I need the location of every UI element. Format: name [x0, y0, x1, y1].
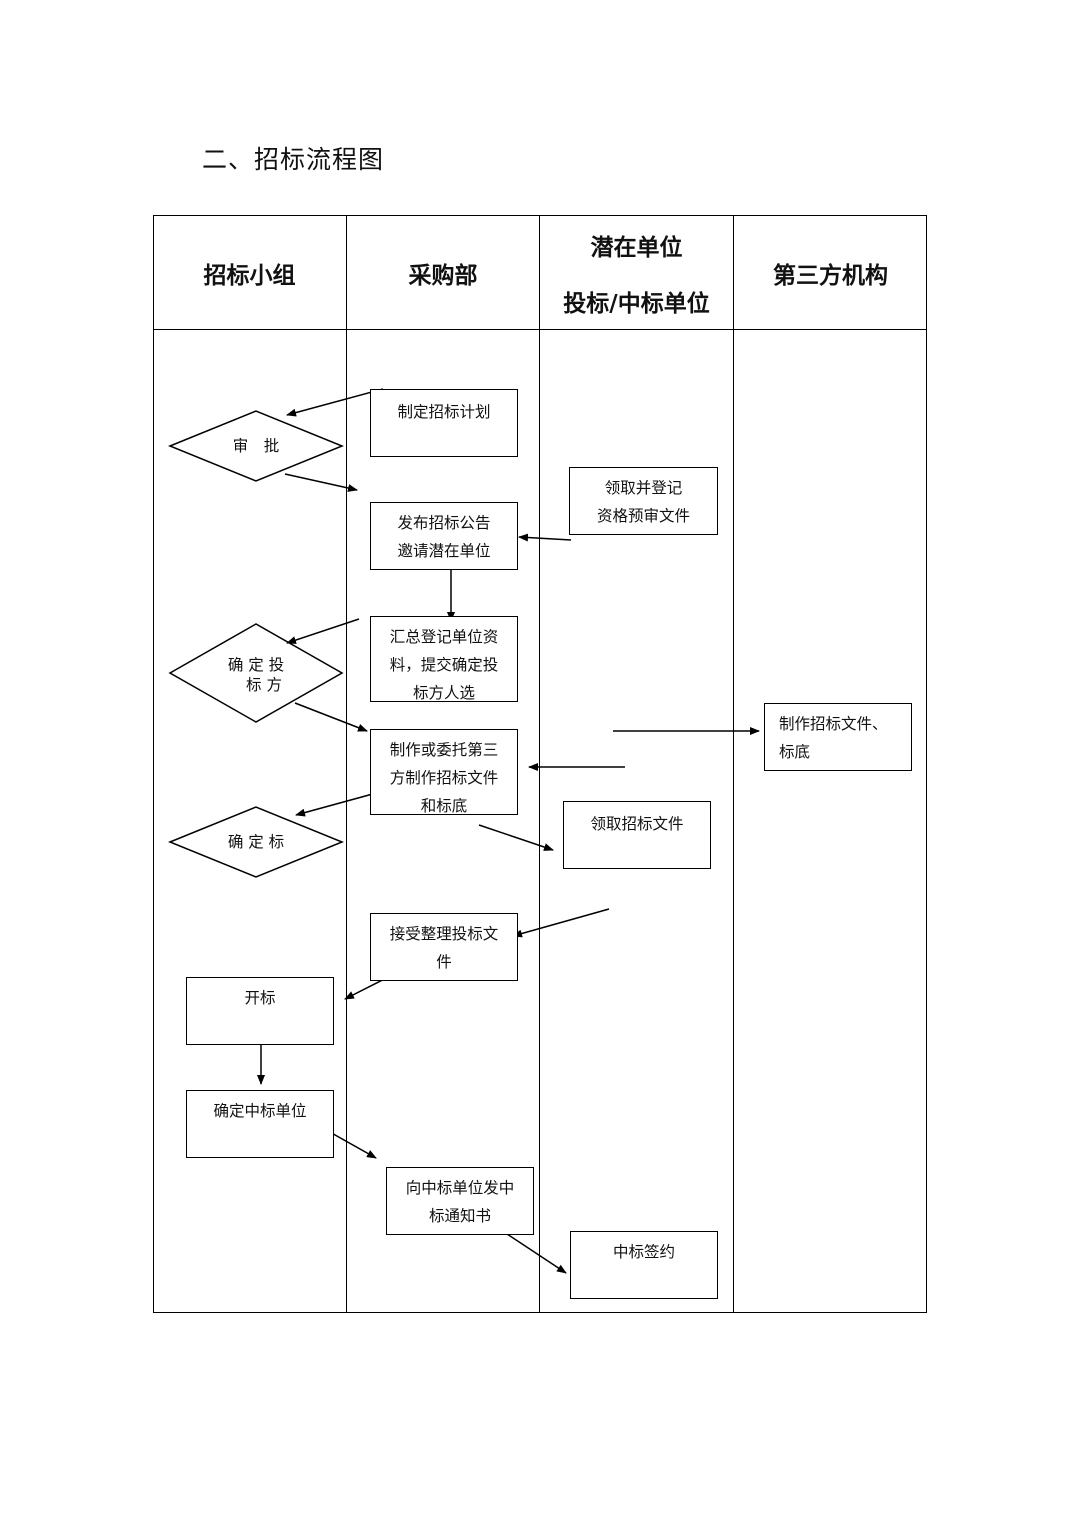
decision-label: 确 定 投 — [227, 656, 285, 674]
process-sign-contract: 中标签约 — [570, 1231, 718, 1299]
process-label: 邀请潜在单位 — [397, 542, 491, 560]
arrow — [286, 618, 360, 644]
decision-approve — [168, 410, 344, 482]
process-label: 标底 — [779, 743, 811, 761]
decision-label: 标 方 — [246, 676, 282, 694]
lane-divider — [346, 215, 347, 1313]
process-label: 确定中标单位 — [213, 1102, 307, 1120]
arrow — [478, 824, 554, 851]
process-make-docs: 制作或委托第三 方制作招标文件 和标底 — [370, 729, 518, 815]
process-register: 领取并登记 资格预审文件 — [569, 467, 718, 535]
swimlane-table — [153, 215, 927, 1313]
lane-header-label: 招标小组 — [203, 262, 296, 289]
lane-divider — [733, 215, 734, 1313]
header-divider — [153, 329, 927, 330]
process-confirm-winner: 确定中标单位 — [186, 1090, 334, 1158]
process-plan: 制定招标计划 — [370, 389, 518, 457]
page-title: 二、招标流程图 — [202, 145, 385, 174]
process-open-bids: 开标 — [186, 977, 334, 1045]
process-label: 发布招标公告 — [397, 514, 491, 532]
process-label: 接受整理投标文 — [389, 925, 499, 943]
lane-divider — [539, 215, 540, 1313]
decision-confirm-bidder — [168, 623, 344, 723]
process-label: 制作招标文件、 — [779, 715, 888, 733]
lane-header-label: 潜在单位 — [590, 234, 683, 261]
arrow — [284, 473, 358, 492]
process-label: 中标签约 — [612, 1243, 675, 1261]
process-label: 方制作招标文件 — [389, 769, 499, 787]
process-receive-bids: 接受整理投标文 件 — [370, 913, 518, 981]
lane-header-third-party: 第三方机构 — [734, 216, 927, 329]
process-get-docs: 领取招标文件 — [563, 801, 711, 869]
lane-header-bidders: 潜在单位 投标/中标单位 — [540, 216, 733, 329]
process-label: 制作或委托第三 — [389, 741, 499, 759]
lane-header-label: 第三方机构 — [773, 262, 888, 289]
process-label: 资格预审文件 — [596, 507, 690, 525]
process-label: 料，提交确定投 — [389, 656, 499, 674]
process-label: 和标底 — [420, 797, 468, 815]
process-publish: 发布招标公告 邀请潜在单位 — [370, 502, 518, 570]
process-label: 向中标单位发中 — [405, 1179, 515, 1197]
process-notify-winner: 向中标单位发中 标通知书 — [386, 1167, 534, 1235]
process-label: 标方人选 — [412, 684, 475, 702]
arrow — [294, 702, 368, 732]
lane-header-label: 采购部 — [408, 262, 478, 289]
decision-label: 确 定 标 — [227, 833, 285, 851]
process-label: 汇总登记单位资 — [389, 628, 499, 646]
lane-header-bid-team: 招标小组 — [153, 216, 346, 329]
process-label: 件 — [436, 953, 452, 971]
arrow — [286, 388, 384, 417]
process-label: 领取招标文件 — [590, 815, 684, 833]
process-summary: 汇总登记单位资 料，提交确定投 标方人选 — [370, 616, 518, 702]
process-third-party-docs: 制作招标文件、 标底 — [764, 703, 912, 771]
process-label: 开标 — [244, 989, 276, 1007]
decision-label: 审 批 — [232, 437, 280, 455]
process-label: 标通知书 — [428, 1207, 491, 1225]
arrow — [512, 908, 610, 938]
process-label: 制定招标计划 — [397, 403, 491, 421]
lane-header-purchasing: 采购部 — [347, 216, 539, 329]
decision-confirm-base — [168, 806, 344, 878]
arrow — [327, 1130, 377, 1159]
arrow — [518, 533, 572, 542]
process-label: 领取并登记 — [604, 479, 683, 497]
arrow — [506, 1233, 567, 1274]
lane-header-label: 投标/中标单位 — [563, 290, 710, 317]
